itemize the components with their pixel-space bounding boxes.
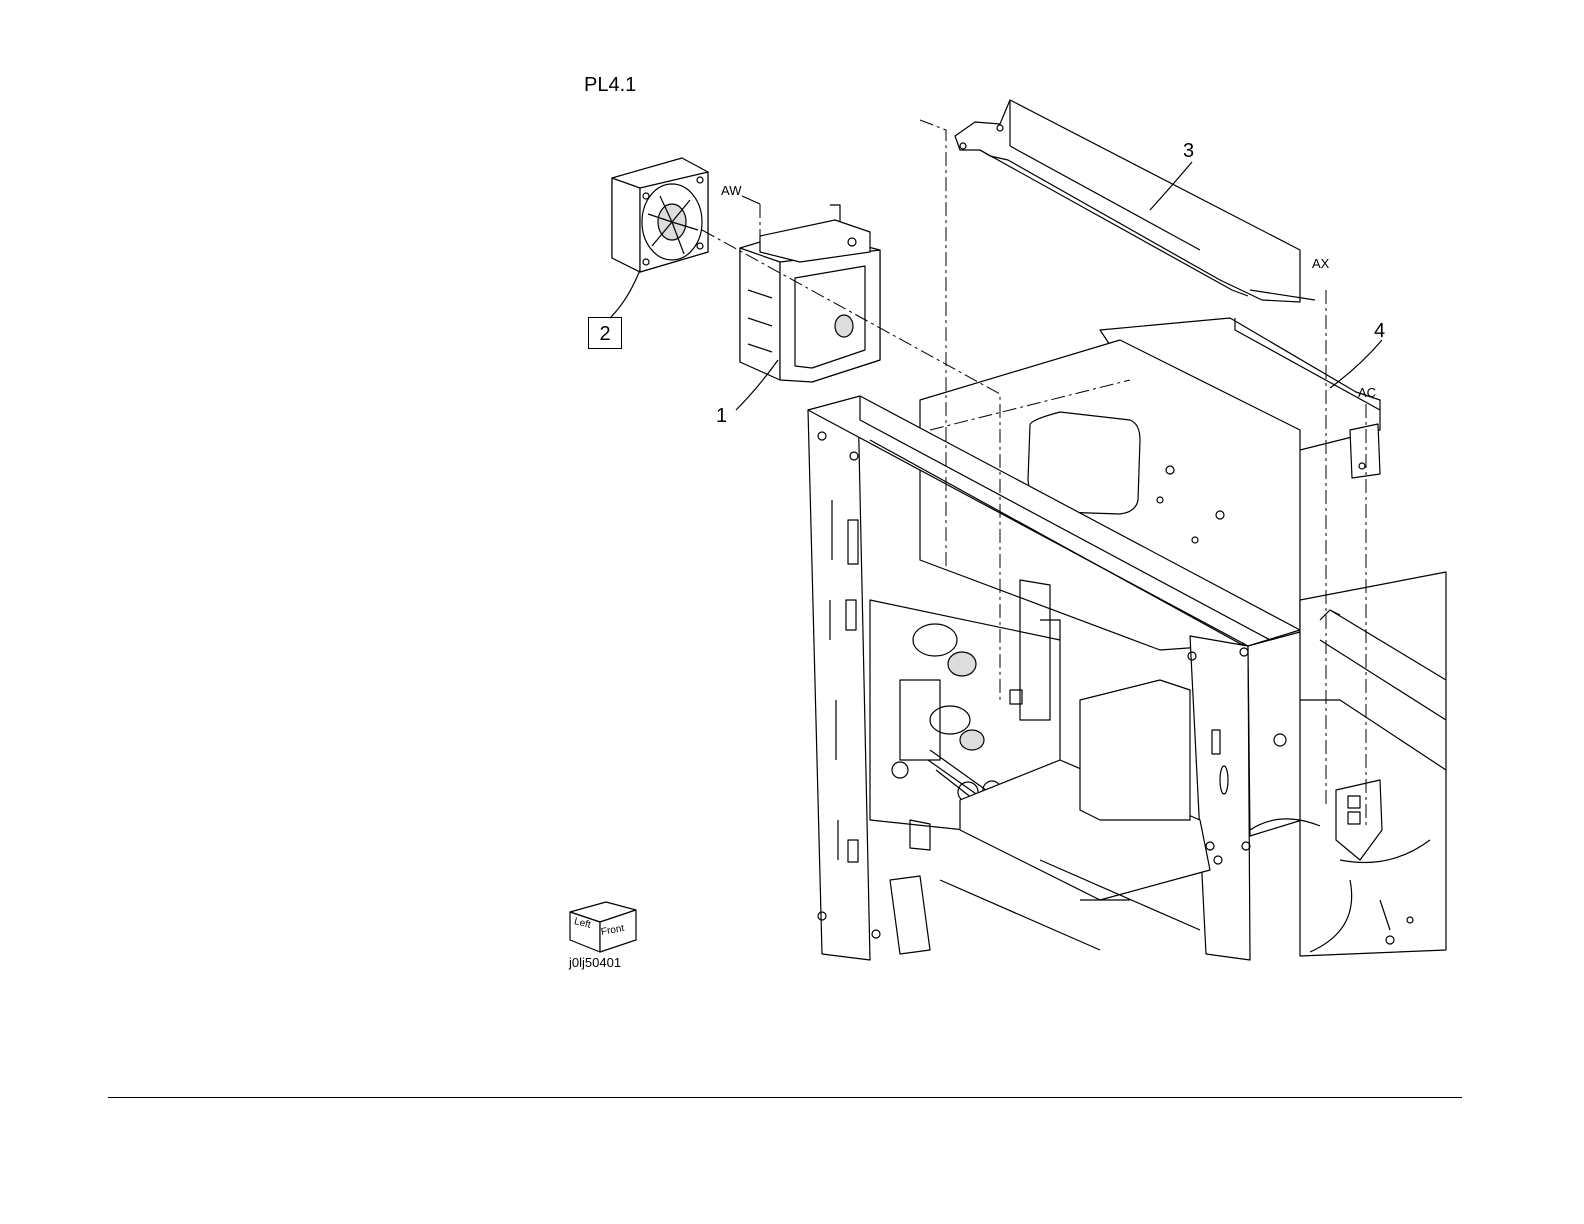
duct-plate-part-3 [955, 100, 1315, 302]
figure-id: j0lj50401 [569, 955, 621, 970]
plate-title: PL4.1 [584, 74, 636, 97]
ref-label-ac: AC [1358, 385, 1376, 400]
frame-right-post [1190, 632, 1302, 960]
ref-label-aw: AW [721, 183, 741, 198]
page-footer-rule [108, 1097, 1462, 1098]
frame-left-side [808, 400, 870, 960]
callout-2-boxed: 2 [588, 317, 622, 349]
callout-1: 1 [716, 405, 727, 428]
small-bracket [1350, 424, 1380, 478]
fan-part-2 [612, 158, 708, 272]
frame-drive-assembly [870, 580, 1060, 954]
callout-3: 3 [1183, 140, 1194, 163]
fan-duct-part-1 [740, 205, 880, 382]
ref-label-ax: AX [1312, 256, 1329, 271]
callout-4: 4 [1374, 320, 1385, 343]
